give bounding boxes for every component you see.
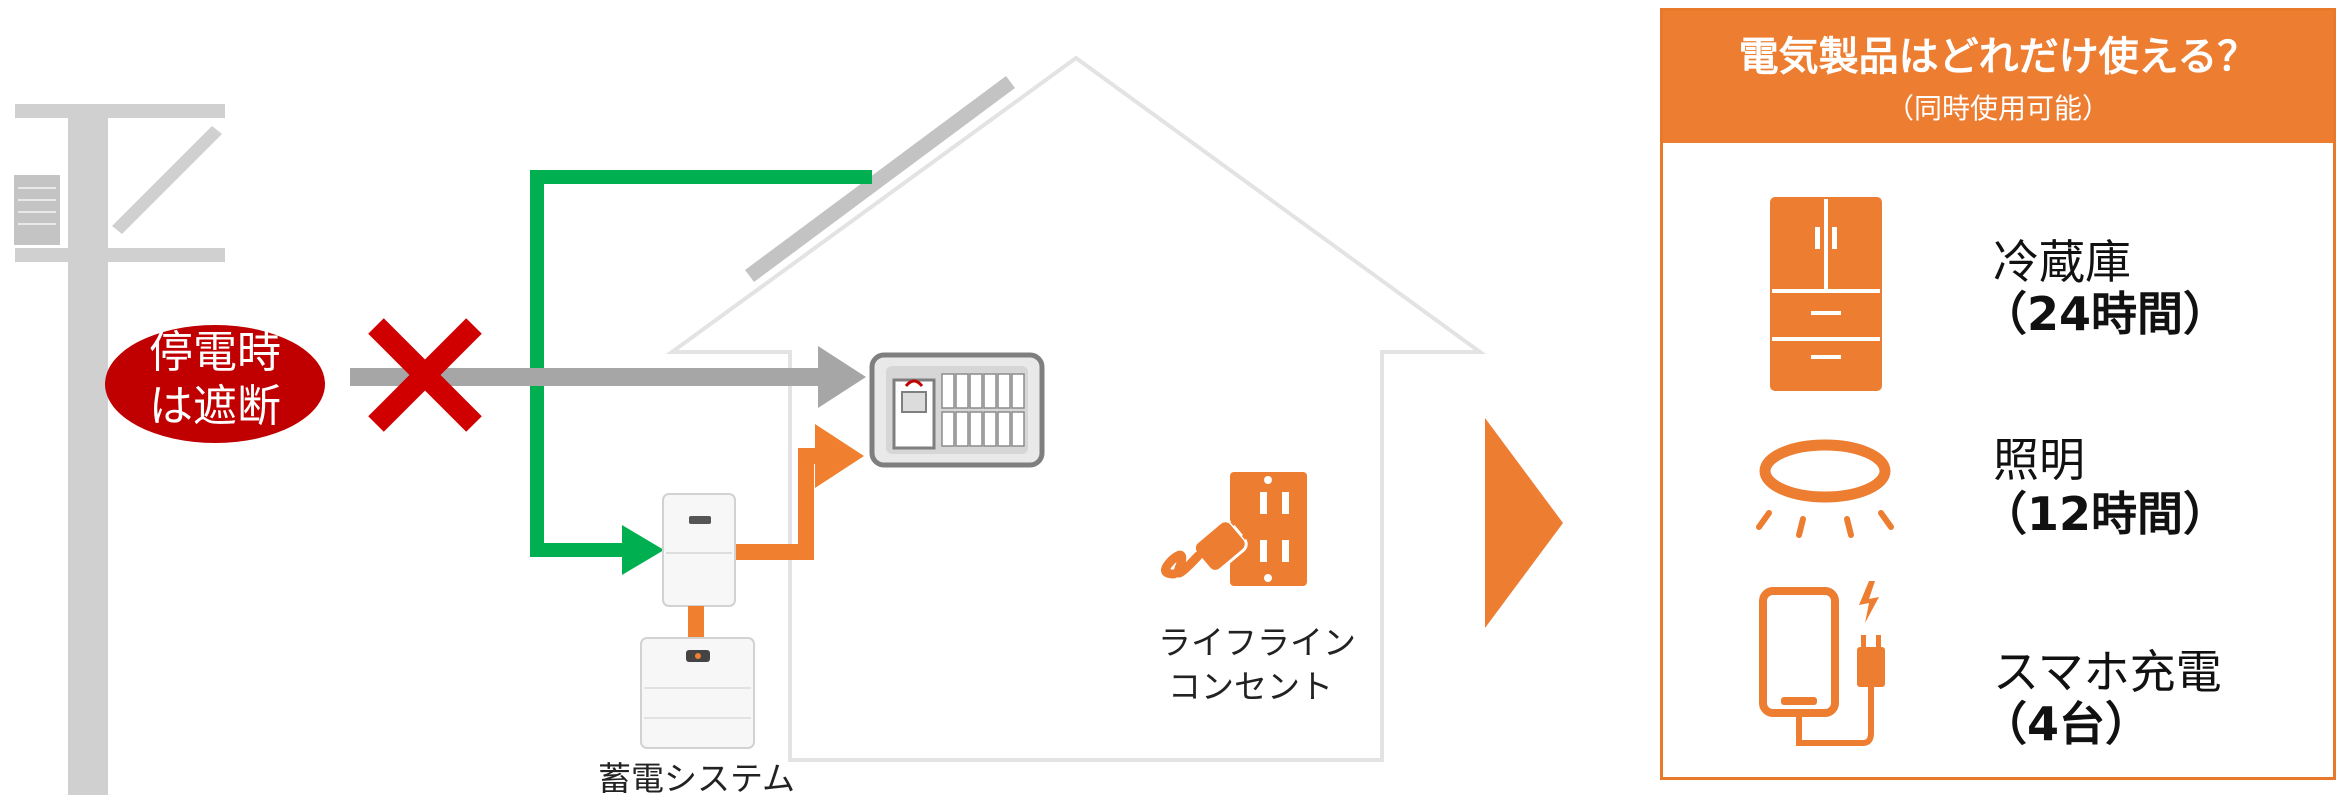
- cutoff-cross-icon: [368, 318, 482, 432]
- panel-header: 電気製品はどれだけ使える？ （同時使用可能）: [1663, 11, 2333, 143]
- grid-power-line: [350, 346, 866, 408]
- solar-power-line: [530, 170, 872, 575]
- outage-badge-line2: は遮断: [149, 381, 281, 432]
- appliance-name-lighting: 照明: [1993, 433, 2085, 487]
- distribution-board-icon: [869, 352, 1045, 468]
- house-outline: [665, 55, 1487, 762]
- lifeline-outlet-icon: [1161, 472, 1307, 586]
- appliance-time-lighting: （12時間）: [1981, 487, 2230, 541]
- solar-panel: [745, 76, 1015, 282]
- appliance-time-smartphone: （4台）: [1981, 697, 2152, 751]
- lifeline-label-line1: ライフライン: [1158, 623, 1356, 662]
- refrigerator-icon: [1770, 197, 1882, 391]
- smartphone-charging-icon: [1759, 581, 1885, 746]
- appliance-usage-panel: 電気製品はどれだけ使える？ （同時使用可能）: [1660, 8, 2336, 780]
- ceiling-light-icon: [1756, 439, 1894, 538]
- appliance-time-refrigerator: （24時間）: [1981, 287, 2230, 341]
- outage-badge: [105, 325, 325, 443]
- panel-title: 電気製品はどれだけ使える？: [1738, 34, 2258, 80]
- storage-output-line: [733, 424, 864, 560]
- storage-system-label: 蓄電システム: [598, 759, 796, 798]
- appliance-icons: [1756, 197, 1894, 746]
- appliance-name-smartphone: スマホ充電: [1993, 645, 2222, 699]
- utility-pole: [14, 104, 225, 795]
- result-arrow-icon: [1485, 418, 1563, 628]
- lifeline-label-line2: コンセント: [1168, 667, 1333, 706]
- panel-subtitle: （同時使用可能）: [1885, 92, 2110, 125]
- outage-badge-line1: 停電時: [149, 327, 281, 378]
- appliance-name-refrigerator: 冷蔵庫: [1993, 235, 2131, 289]
- storage-system-icon: [640, 493, 755, 749]
